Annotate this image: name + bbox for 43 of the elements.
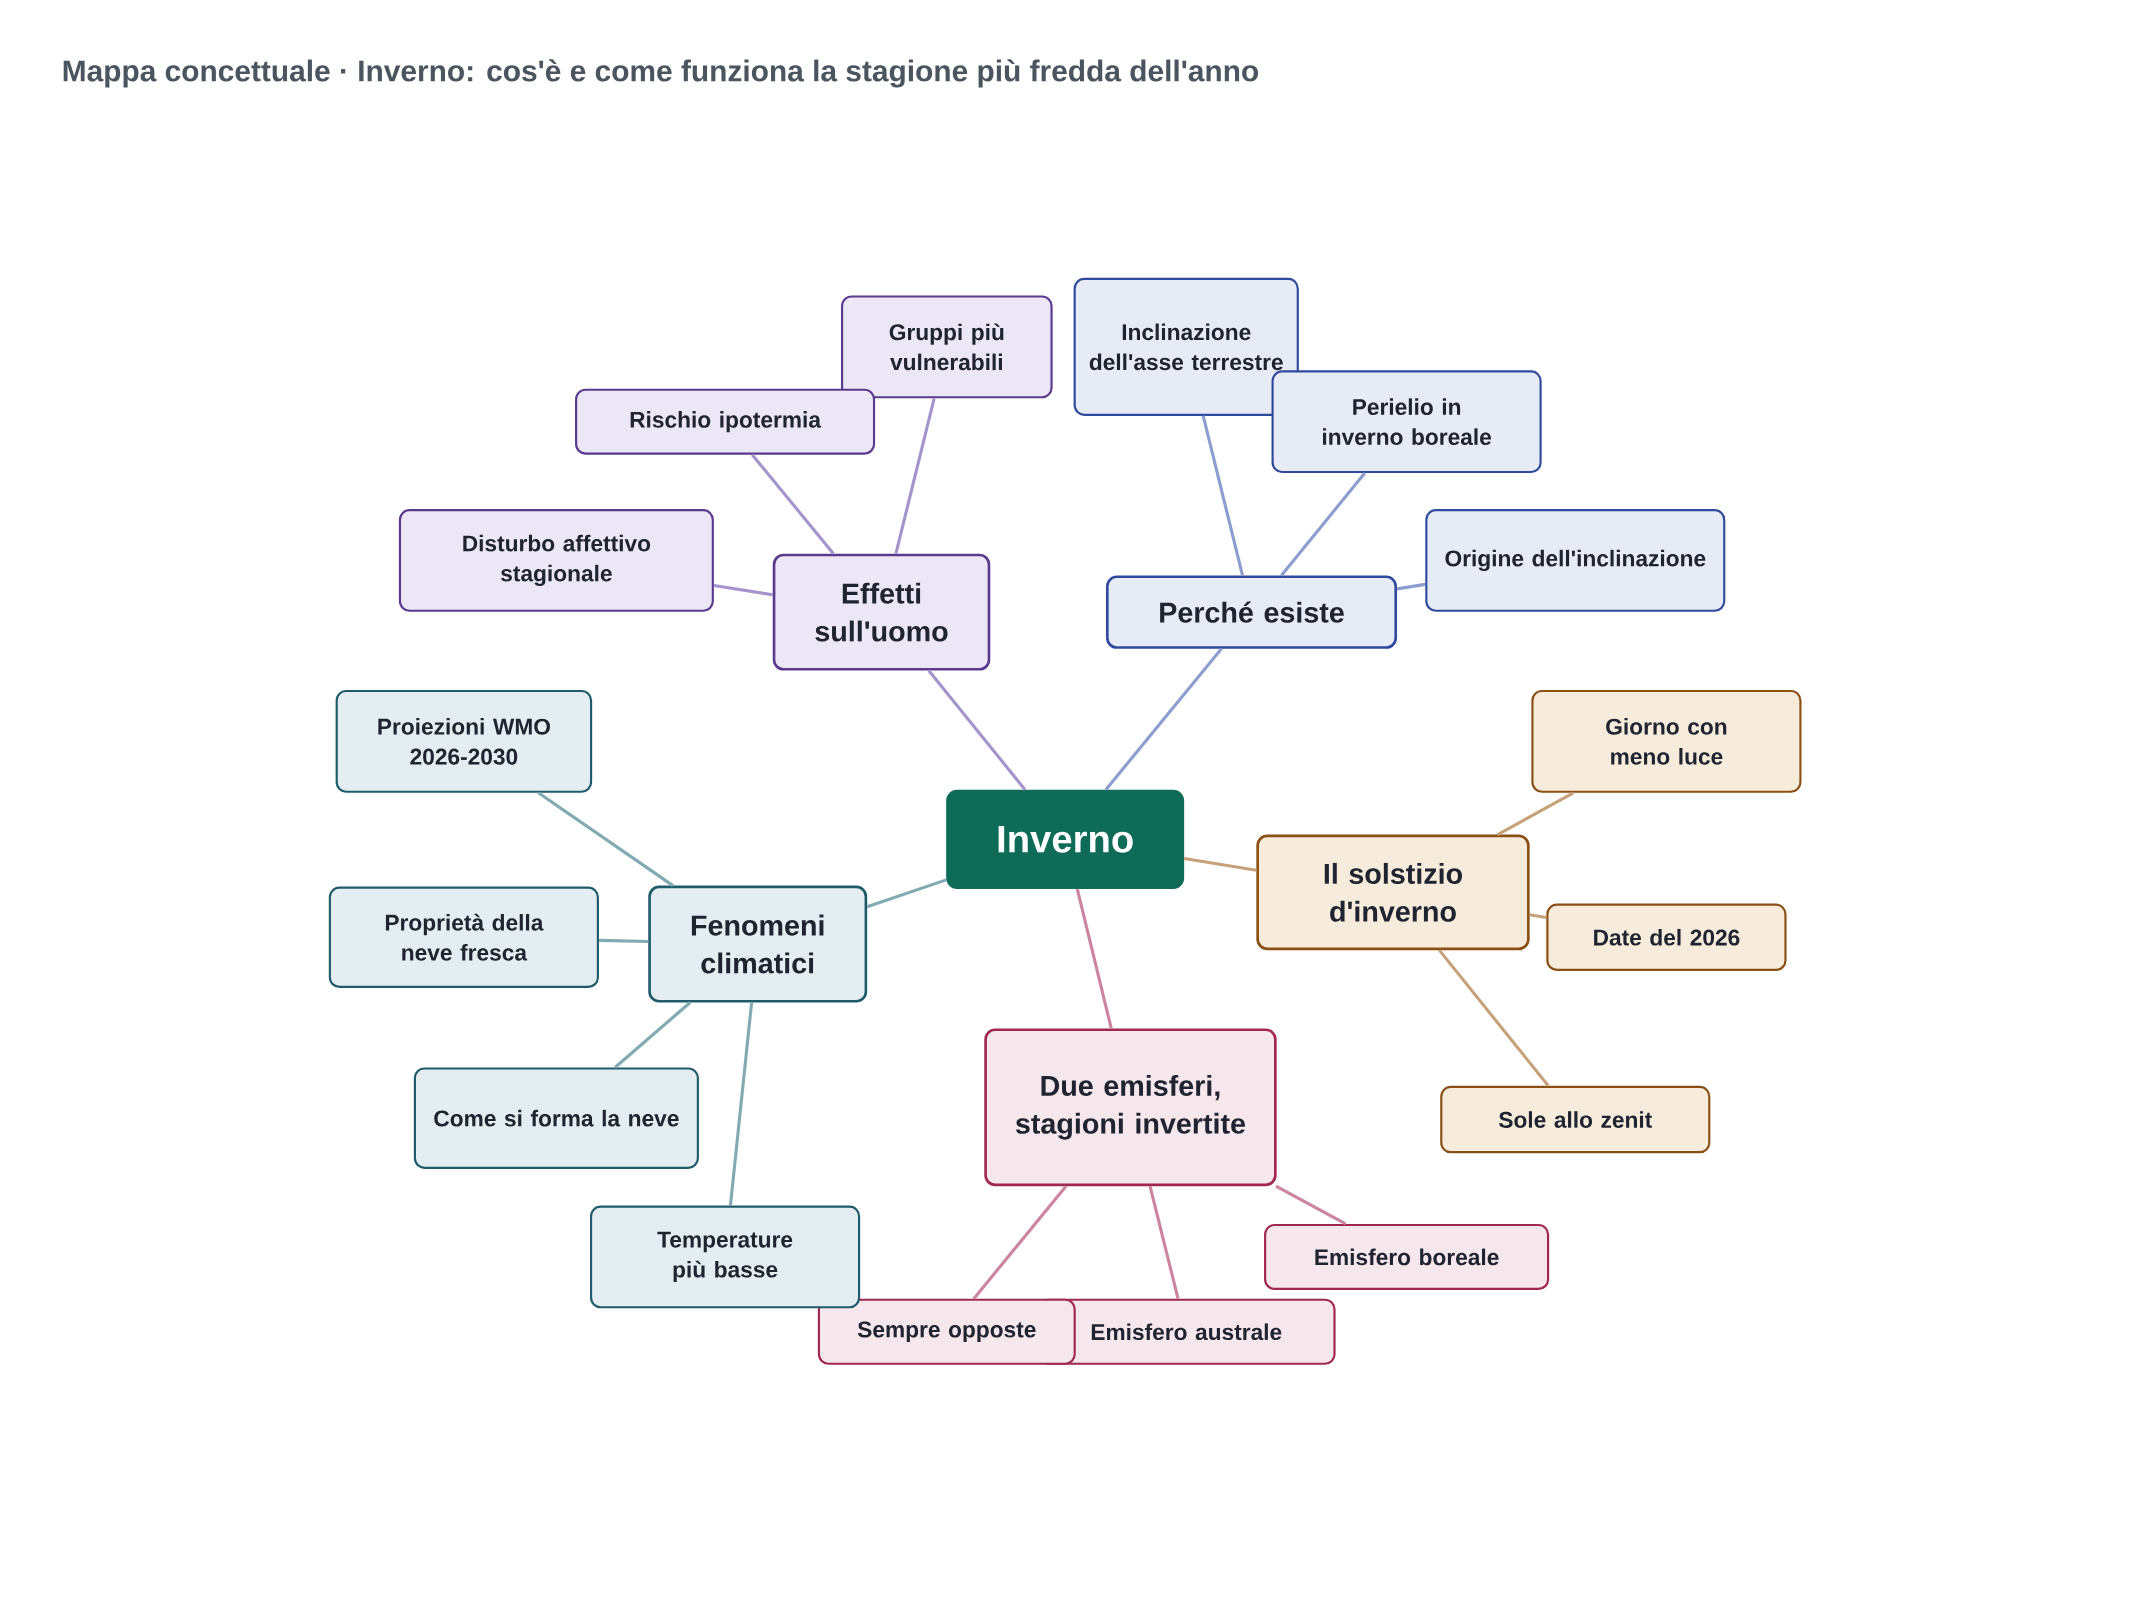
subtopic-box: Sempre opposte <box>817 1298 1076 1365</box>
connector-line <box>1280 472 1366 577</box>
connector-line <box>1148 1185 1180 1300</box>
subtopic-box: Perielio in inverno boreale <box>1271 370 1542 474</box>
connector-line <box>537 791 674 888</box>
subtopic-box: Inclinazione dell'asse terrestre <box>1073 277 1299 417</box>
subtopic-box: Giorno con meno luce <box>1531 690 1802 793</box>
title: Mappa concettuale · Inverno: cos'è e come funziona la stagione più fredda dell'anno <box>63 59 1259 88</box>
subtopic-box: Come si forma la neve <box>413 1067 699 1170</box>
connector-line <box>894 398 936 555</box>
topic-box: Fenomeni climatici <box>648 885 868 1003</box>
connector-line <box>713 584 773 597</box>
connector-line <box>927 669 1027 791</box>
subtopic-box: Sole allo zenit <box>1440 1085 1711 1154</box>
connector-line <box>1275 1184 1347 1226</box>
connector-line <box>972 1185 1068 1300</box>
connector-line <box>1529 913 1547 920</box>
subtopic-box: Emisfero boreale <box>1264 1224 1550 1291</box>
subtopic-box: Date del 2026 <box>1546 903 1787 972</box>
connector-line <box>1183 857 1257 872</box>
connector-line <box>1496 791 1575 837</box>
connector-line <box>1396 582 1426 591</box>
connector-line <box>751 453 835 555</box>
central-topic-box: Inverno <box>946 789 1185 890</box>
subtopic-box: Gruppi più vulnerabili <box>841 295 1053 399</box>
subtopic-box: Rischio ipotermia <box>575 388 876 455</box>
topic-box: Effetti sull'uomo <box>772 553 991 671</box>
subtopic-box: Origine dell'inclinazione <box>1425 509 1726 612</box>
topic-box: Due emisferi, stagioni invertite <box>984 1028 1277 1187</box>
subtopic-box: Disturbo affettivo stagionale <box>398 509 714 612</box>
subtopic-box: Proiezioni WMO 2026-2030 <box>335 690 593 793</box>
connector-line <box>866 878 947 909</box>
connector-line <box>728 1002 754 1206</box>
topic-box: Il solstizio d'inverno <box>1256 834 1530 951</box>
subtopic-box: Temperature più basse <box>590 1205 861 1309</box>
connector-line <box>598 938 649 944</box>
connector-line <box>1075 888 1113 1029</box>
connector-line <box>1438 949 1550 1087</box>
topic-box: Perché esiste <box>1106 575 1398 649</box>
connector-line <box>1201 415 1244 576</box>
connector-line <box>613 1001 692 1069</box>
connector-line <box>1104 647 1223 791</box>
subtopic-box: Proprietà della neve fresca <box>328 886 599 989</box>
